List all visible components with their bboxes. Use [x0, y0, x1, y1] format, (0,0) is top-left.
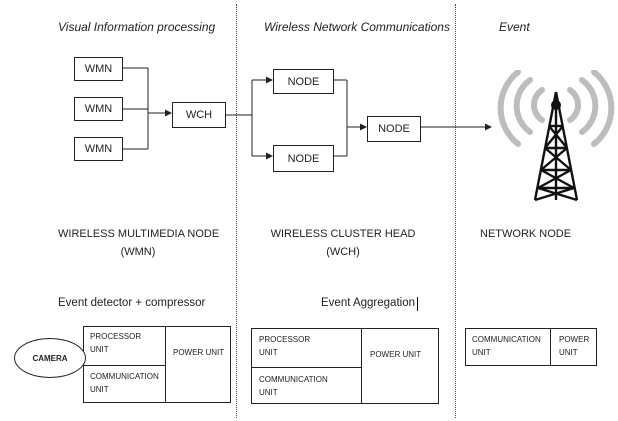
communication-unit-label-line2: UNIT	[472, 348, 491, 357]
node-box-label: NODE	[287, 152, 320, 165]
antenna-tower-icon	[497, 70, 615, 202]
processor-unit-label: PROCESSOR UNIT	[259, 335, 310, 358]
processor-unit-label-line1: PROCESSOR	[90, 332, 142, 341]
separator-right	[455, 4, 456, 418]
wmn-box-2: WMN	[74, 97, 123, 121]
wmn-box-label: WMN	[84, 143, 113, 155]
node-box-label: NODE	[378, 123, 410, 135]
power-unit-label-line2: UNIT	[559, 348, 578, 357]
subtitle-event-aggregation: Event Aggregation	[321, 297, 415, 309]
communication-unit-label-line2: UNIT	[259, 388, 278, 397]
separator-left	[236, 4, 237, 418]
communication-unit-label-line1: COMMUNICATION	[472, 335, 541, 344]
network-node-description: NETWORK NODE	[480, 228, 572, 240]
cluster-unit-divider-h	[252, 367, 361, 368]
sensor-unit-block: PROCESSOR UNIT COMMUNICATION UNIT POWER …	[83, 326, 231, 403]
communication-unit-label-line2: UNIT	[90, 385, 109, 394]
cluster-unit-divider-v	[361, 329, 362, 403]
communication-unit-label-line1: COMMUNICATION	[259, 375, 328, 384]
wmn-description-line1: WIRELESS MULTIMEDIA NODE	[58, 228, 220, 240]
network-unit-divider-v	[550, 329, 551, 365]
node-box-label: NODE	[287, 75, 320, 88]
node-box-right: NODE	[367, 116, 421, 142]
wch-box: WCH	[172, 102, 226, 128]
node-box-bottom: NODE	[273, 145, 334, 172]
processor-unit-label-line2: UNIT	[259, 348, 278, 357]
header-event: Event	[499, 20, 530, 34]
power-unit-label-line1: POWER	[559, 335, 590, 344]
camera-node: CAMERA	[14, 338, 86, 378]
communication-unit-label-line1: COMMUNICATION	[90, 372, 159, 381]
wmn-description: WIRELESS MULTIMEDIA NODE (WMN)	[58, 228, 220, 258]
node-box-top: NODE	[273, 69, 334, 94]
wch-box-label: WCH	[185, 109, 213, 121]
wmn-box-label: WMN	[84, 63, 113, 75]
network-node-unit-block: COMMUNICATION UNIT POWER UNIT	[465, 328, 597, 366]
wch-description: WIRELESS CLUSTER HEAD (WCH)	[268, 228, 418, 258]
power-unit-label: POWER UNIT	[559, 335, 589, 358]
communication-unit-label: COMMUNICATION UNIT	[259, 375, 328, 398]
processor-unit-label: PROCESSOR UNIT	[90, 332, 141, 355]
wmn-description-line2: (WMN)	[120, 246, 156, 258]
cluster-head-unit-block: PROCESSOR UNIT COMMUNICATION UNIT POWER …	[251, 328, 439, 404]
processor-unit-label-line2: UNIT	[90, 345, 109, 354]
wmn-box-1: WMN	[74, 57, 123, 81]
power-unit-label: POWER UNIT	[370, 350, 422, 359]
wch-description-line2: (WCH)	[326, 246, 360, 258]
header-wireless-communications: Wireless Network Communications	[264, 20, 450, 34]
header-visual-processing: Visual Information processing	[58, 20, 216, 34]
processor-unit-label-line1: PROCESSOR	[259, 335, 311, 344]
subtitle-event-detector: Event detector + compressor	[58, 297, 206, 309]
camera-label: CAMERA	[32, 353, 68, 363]
wmn-box-3: WMN	[74, 137, 123, 161]
wmn-box-label: WMN	[84, 103, 113, 115]
power-unit-label: POWER UNIT	[173, 348, 225, 357]
sensor-unit-divider-h	[84, 365, 165, 366]
communication-unit-label: COMMUNICATION UNIT	[90, 372, 159, 395]
wch-description-line1: WIRELESS CLUSTER HEAD	[270, 228, 416, 240]
communication-unit-label: COMMUNICATION UNIT	[472, 335, 541, 358]
sensor-unit-divider-v	[165, 327, 166, 402]
text-cursor	[417, 297, 418, 311]
